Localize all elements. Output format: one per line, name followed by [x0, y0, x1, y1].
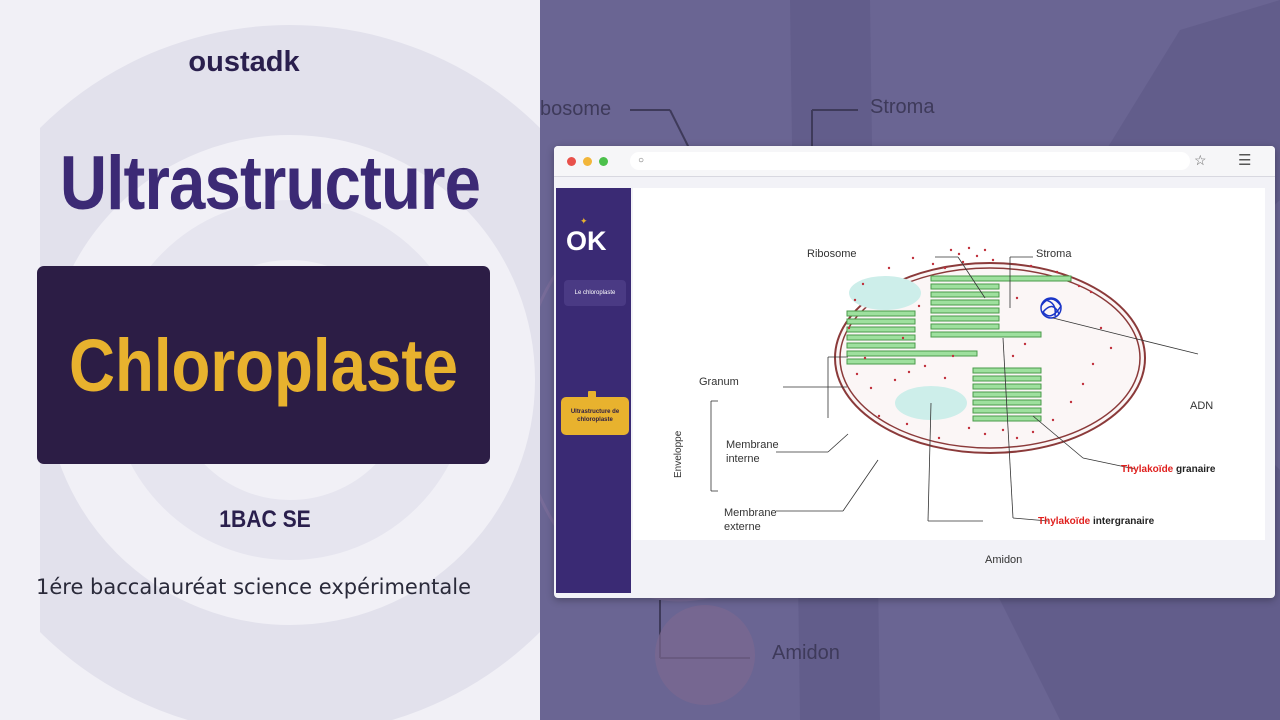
hamburger-menu-icon[interactable]: ☰: [1238, 152, 1252, 169]
label-membrane-interne-line1: Membrane: [726, 439, 779, 451]
sidebar-item-ultrastructure[interactable]: Ultrastructure de chloroplaste: [561, 397, 629, 435]
level-description: 1ére baccalauréat science expérimentale: [36, 575, 472, 599]
label-ribosome: Ribosome: [807, 248, 857, 260]
topic-title: Chloroplaste: [69, 323, 458, 407]
label-membrane-interne-line2: interne: [726, 453, 760, 465]
bookmark-star-icon[interactable]: ☆: [1194, 152, 1207, 168]
label-thylakoide-granaire: Thylakoïde granaire: [1121, 464, 1216, 475]
label-membrane-externe: Membrane externe: [724, 506, 777, 534]
sidebar-item-chloroplaste[interactable]: Le chloroplaste: [564, 280, 626, 306]
label-thylakoide-intergranaire-rest: intergranaire: [1093, 516, 1155, 527]
level-label: 1BAC SE: [219, 506, 311, 533]
label-thylakoide-intergranaire: Thylakoïde intergranaire: [1038, 516, 1154, 527]
adn-icon: [1040, 297, 1062, 319]
ribosome-dots: [847, 246, 1113, 440]
label-membrane-externe-line2: externe: [724, 521, 761, 533]
bg-stroma-label: Stroma: [870, 96, 935, 118]
right-panel: bosome Stroma Amidon ○ ☆ ☰ ✦ OK Le chlor…: [540, 0, 1280, 720]
logo-star-icon: ✦: [580, 216, 588, 226]
app-sidebar: ✦ OK Le chloroplaste Ultrastructure de c…: [556, 188, 631, 593]
minimize-window-icon[interactable]: [583, 157, 592, 166]
browser-toolbar: ○ ☆ ☰: [554, 146, 1275, 177]
label-membrane-externe-line1: Membrane: [724, 507, 777, 519]
close-window-icon[interactable]: [567, 157, 576, 166]
lock-icon: ○: [638, 155, 645, 166]
bg-amidon-label: Amidon: [772, 642, 840, 664]
label-adn: ADN: [1190, 400, 1214, 412]
page-title: Ultrastructure: [59, 141, 481, 226]
label-stroma: Stroma: [1036, 248, 1072, 260]
topic-banner: Chloroplaste: [37, 266, 490, 464]
label-thylakoide-granaire-red: Thylakoïde: [1121, 464, 1174, 475]
label-amidon: Amidon: [985, 554, 1023, 566]
leader-lines: [710, 256, 1199, 522]
chloroplast-diagram: [710, 246, 1199, 522]
amidon-grain-top: [849, 276, 921, 310]
label-thylakoide-granaire-rest: granaire: [1176, 464, 1216, 475]
label-thylakoide-intergranaire-red: Thylakoïde: [1038, 516, 1091, 527]
address-bar[interactable]: [630, 152, 1190, 170]
ok-logo: OK: [566, 226, 607, 256]
content-area: Ribosome Stroma Granum ADN Enveloppe Mem…: [633, 188, 1265, 566]
bg-ribosome-label: bosome: [540, 98, 612, 120]
maximize-window-icon[interactable]: [599, 157, 608, 166]
label-granum: Granum: [699, 376, 739, 388]
granum-stacks: [846, 275, 1072, 422]
label-membrane-interne: Membrane interne: [726, 438, 779, 466]
label-enveloppe: Enveloppe: [673, 430, 684, 478]
browser-window: ○ ☆ ☰ ✦ OK Le chloroplaste Ultrastructur…: [554, 146, 1275, 598]
brand-name: oustadk: [188, 46, 300, 78]
left-panel: oustadk Ultrastructure Chloroplaste 1BAC…: [0, 0, 540, 720]
inner-membrane: [839, 267, 1141, 449]
